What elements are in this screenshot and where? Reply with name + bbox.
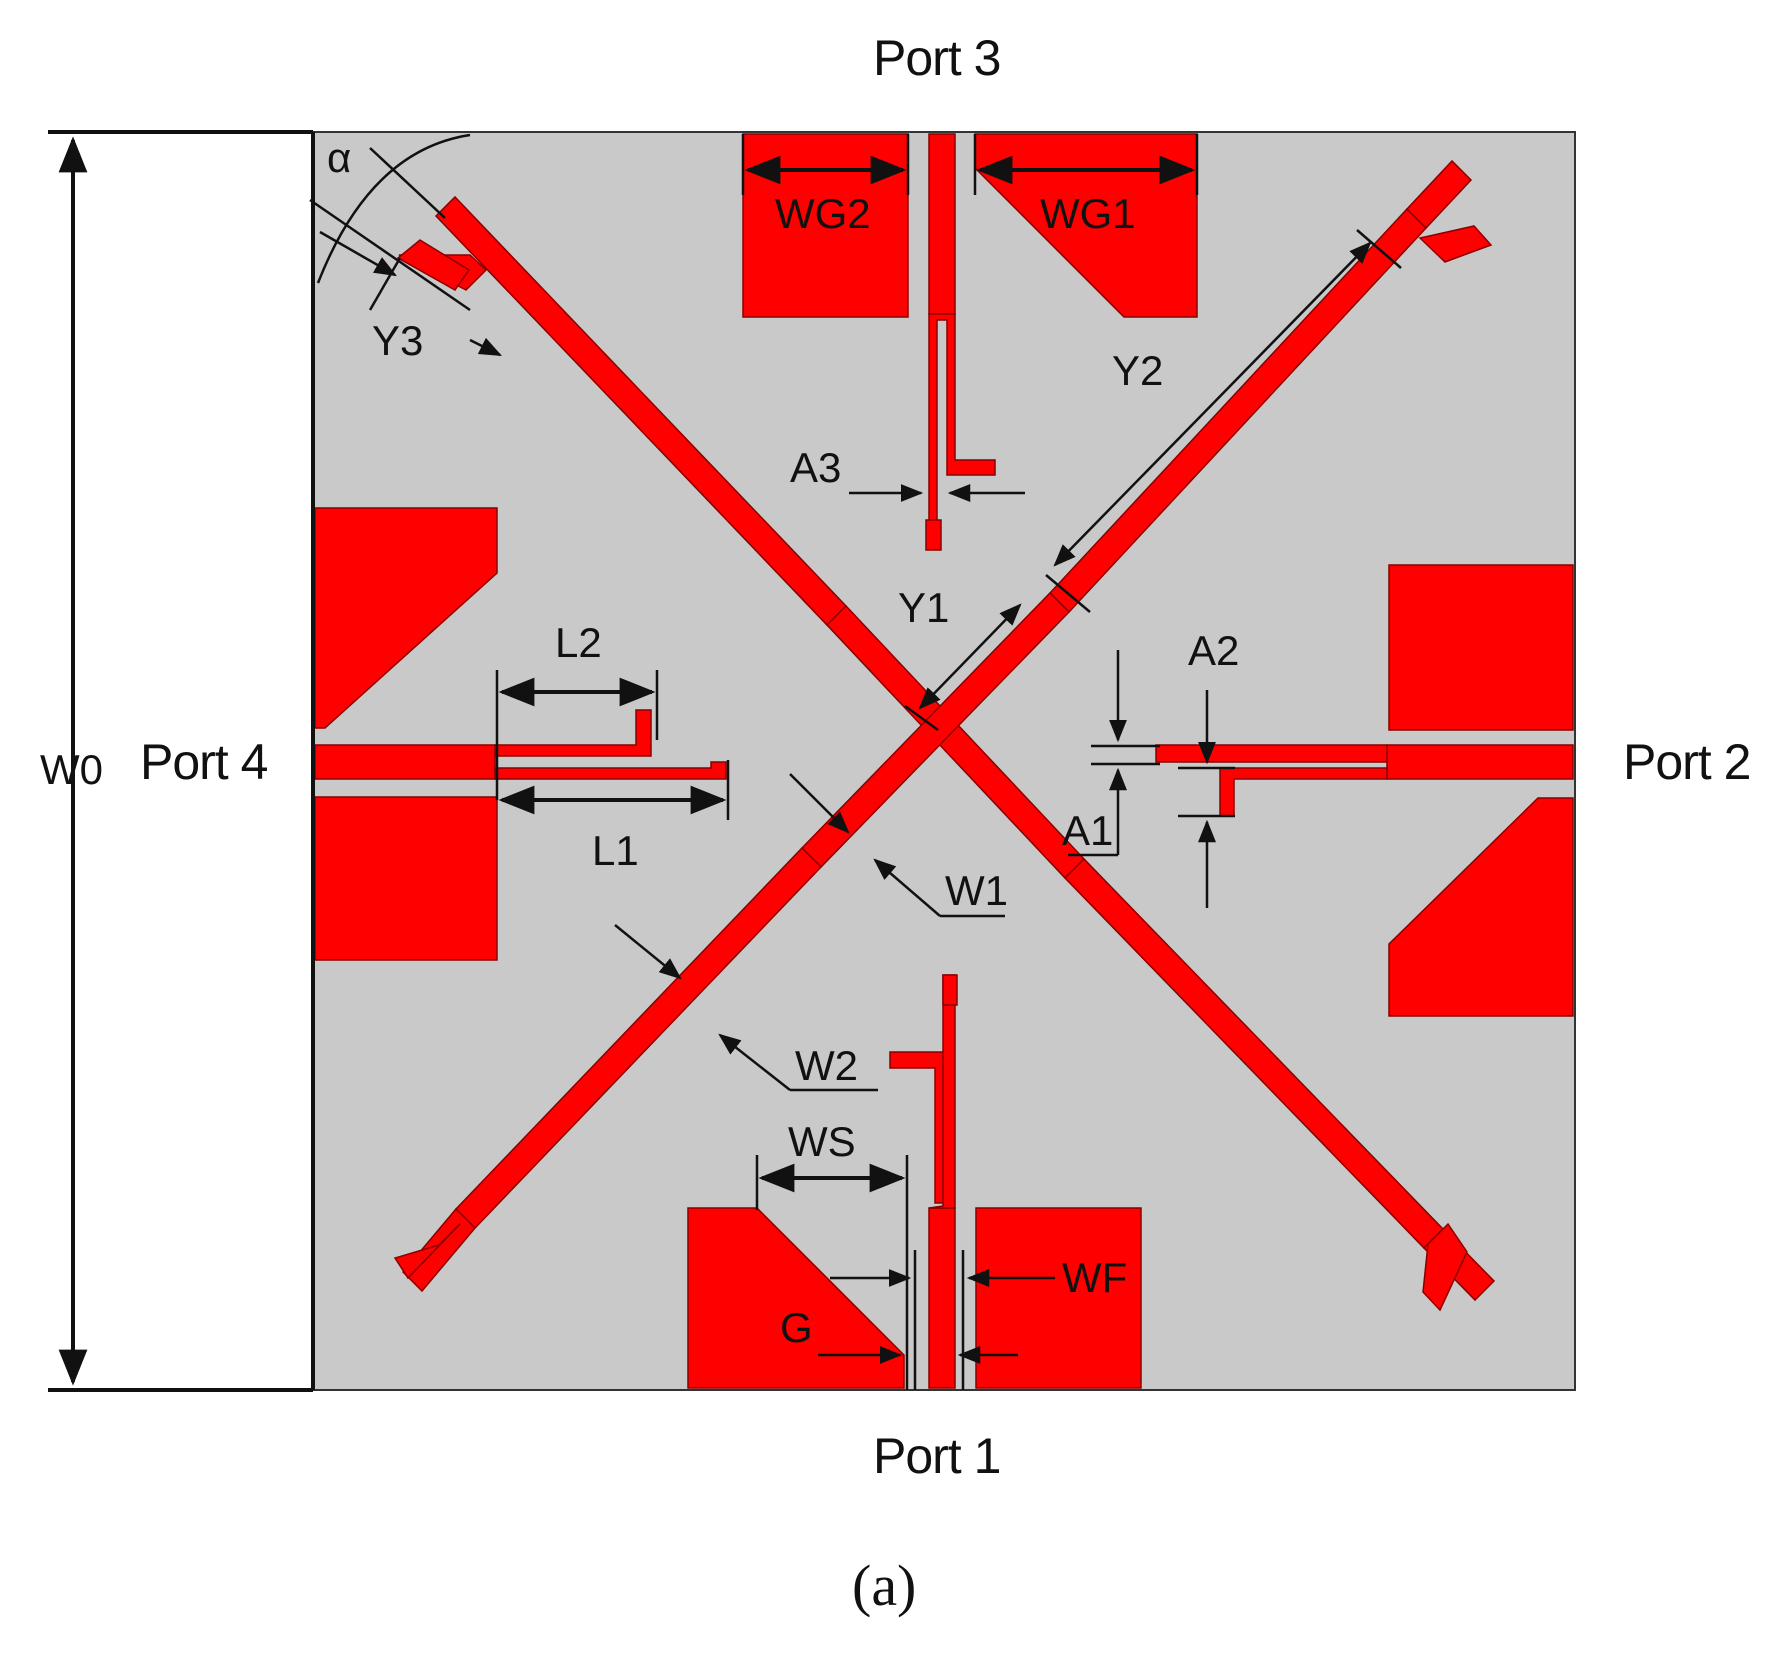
dimension-wg: WG2 WG1 bbox=[741, 134, 1199, 237]
figure-caption: (a) bbox=[852, 1553, 916, 1618]
l1-label: L1 bbox=[592, 827, 639, 874]
arm-top-right-fork-b bbox=[1418, 225, 1493, 263]
dimension-y1: Y1 bbox=[898, 584, 1022, 732]
stub-port4-lower bbox=[494, 761, 727, 780]
wf-label: WF bbox=[1062, 1254, 1127, 1301]
wg2-label: WG2 bbox=[775, 190, 871, 237]
dimension-l1-l2: L2 L1 bbox=[495, 619, 730, 874]
dimension-a1-a2: A1 A2 bbox=[1062, 627, 1239, 908]
w2-label: W2 bbox=[795, 1042, 858, 1089]
feed-line-port4 bbox=[314, 744, 496, 780]
feed-line-port1 bbox=[928, 1207, 956, 1389]
stub-port2-upper bbox=[1155, 744, 1388, 763]
wg1-label: WG1 bbox=[1040, 190, 1136, 237]
y2-label: Y2 bbox=[1112, 347, 1163, 394]
stub-port3-end bbox=[925, 519, 942, 551]
w1-label: W1 bbox=[945, 867, 1008, 914]
arm-bottom-left-fork-b bbox=[393, 1223, 461, 1280]
feed-line-port3 bbox=[928, 133, 956, 315]
feed-line-port2 bbox=[1386, 744, 1574, 780]
dimension-ws-wf-g: WS WF G bbox=[755, 1118, 1127, 1390]
ground-pad-right-lower bbox=[1388, 797, 1574, 1017]
l2-label: L2 bbox=[555, 619, 602, 666]
arm-top-right-fork-a bbox=[1405, 159, 1473, 230]
stub-port1-end bbox=[942, 974, 958, 1006]
ground-pad-right-upper bbox=[1388, 564, 1574, 731]
a1-label: A1 bbox=[1062, 807, 1113, 854]
y3-label: Y3 bbox=[372, 317, 423, 364]
dimension-w1-w2: W1 W2 bbox=[614, 773, 1008, 1092]
feed-lines bbox=[314, 133, 1574, 1389]
w0-label: W0 bbox=[40, 746, 103, 793]
arm-bottom-right-fork-b bbox=[1422, 1222, 1468, 1312]
arm-top-left-fork bbox=[396, 239, 471, 291]
stub-port4-upper bbox=[494, 709, 652, 757]
dimension-w0: W0 bbox=[40, 130, 315, 1392]
ground-pad-left-lower bbox=[314, 796, 498, 961]
ground-pads bbox=[314, 133, 1574, 1389]
port4-label: Port 4 bbox=[140, 734, 268, 790]
g-label: G bbox=[780, 1304, 813, 1351]
alpha-label: α bbox=[327, 134, 351, 181]
port2-label: Port 2 bbox=[1623, 734, 1750, 790]
ground-pad-bottom-left bbox=[687, 1207, 905, 1389]
ground-pad-bottom-right bbox=[975, 1207, 1142, 1389]
dimension-alpha-y3: α Y3 bbox=[309, 133, 503, 364]
ws-label: WS bbox=[788, 1118, 856, 1165]
y1-label: Y1 bbox=[898, 584, 949, 631]
dimension-y2: Y2 bbox=[1045, 229, 1402, 613]
port1-label: Port 1 bbox=[873, 1428, 1000, 1484]
a3-label: A3 bbox=[790, 444, 841, 491]
dimension-a3: A3 bbox=[790, 444, 1025, 502]
port3-label: Port 3 bbox=[873, 30, 1000, 86]
a2-label: A2 bbox=[1188, 627, 1239, 674]
stub-port1 bbox=[889, 974, 956, 1209]
